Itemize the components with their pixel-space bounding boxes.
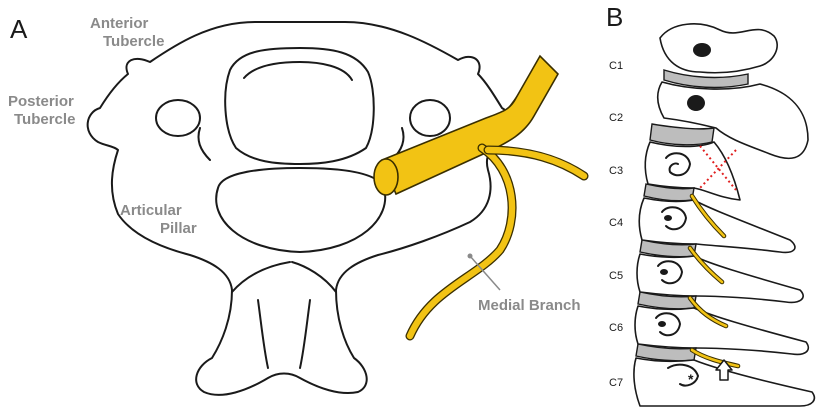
disc-c2-c3 xyxy=(650,124,714,145)
label-articular-pillar-1: Articular xyxy=(120,202,182,219)
asterisk-marker: * xyxy=(688,371,694,387)
vertebral-body xyxy=(225,48,374,164)
c6-foramen xyxy=(658,321,666,327)
spinal-nerve-cut-end xyxy=(374,159,398,195)
level-c7: C7 xyxy=(609,377,623,389)
c1-foramen xyxy=(693,43,711,57)
vertebra-c1 xyxy=(660,24,777,73)
label-anterior-tubercle-2: Tubercle xyxy=(103,33,164,50)
level-c4: C4 xyxy=(609,217,623,229)
c4-foramen xyxy=(664,215,672,221)
panel-b: B C1 C2 C3 C4 C5 C6 C7 xyxy=(606,2,814,406)
panel-b-letter: B xyxy=(606,2,623,32)
label-articular-pillar-2: Pillar xyxy=(160,220,197,237)
label-posterior-tubercle-2: Tubercle xyxy=(14,111,75,128)
label-medial-branch: Medial Branch xyxy=(478,297,581,314)
panel-a-letter: A xyxy=(10,14,28,44)
c5-foramen xyxy=(660,269,668,275)
transverse-foramen-left xyxy=(156,100,200,136)
label-posterior-tubercle-1: Posterior xyxy=(8,93,74,110)
level-c3: C3 xyxy=(609,165,623,177)
label-anterior-tubercle-1: Anterior xyxy=(90,15,149,32)
level-c6: C6 xyxy=(609,322,623,334)
level-c5: C5 xyxy=(609,270,623,282)
medial-branch-leader-dot xyxy=(468,254,473,259)
panel-a: A Anterior Tubercle Posterior Tuberc xyxy=(8,14,584,395)
level-c2: C2 xyxy=(609,112,623,124)
level-c1: C1 xyxy=(609,60,623,72)
transverse-foramen-right xyxy=(410,100,450,136)
c2-foramen xyxy=(687,95,705,111)
